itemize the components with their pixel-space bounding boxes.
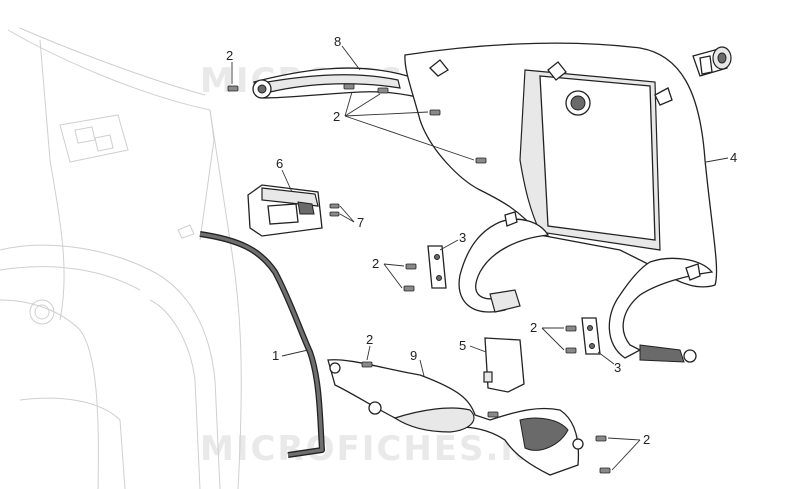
callout-2b: 2 [333,109,340,124]
callout-7: 5 [459,338,466,353]
leader-lines [231,45,729,471]
callout-2e: 2 [530,320,537,335]
bracket-upper [427,245,447,289]
latch-mechanism [247,184,323,237]
rear-carrier-frame [404,42,718,288]
seal-gasket [199,231,325,458]
callout-2f: 2 [643,432,650,447]
callout-9: 9 [410,348,417,363]
callout-3a: 3 [459,230,466,245]
fuel-cap-icon [59,114,129,163]
bolt-icon [692,46,732,77]
carrier-leg-left [458,211,550,313]
bracket-lower [581,317,601,355]
callout-3b: 3 [614,360,621,375]
ghost-knob-icon [29,224,195,325]
callout-labels: 2 8 2 6 7 3 2 4 1 2 9 5 2 3 2 [226,34,737,447]
carrier-leg-right [608,257,714,363]
callout-2a: 2 [226,48,233,63]
cover-plate [483,337,525,393]
callout-2d: 2 [366,332,373,347]
callout-4: 4 [730,150,737,165]
callout-2c: 2 [372,256,379,271]
callout-8: 8 [334,34,341,49]
screws [227,83,611,474]
side-cover-panel [327,359,584,476]
callout-5: 6 [276,156,283,171]
callout-1: 1 [272,348,279,363]
callout-6: 7 [357,215,364,230]
